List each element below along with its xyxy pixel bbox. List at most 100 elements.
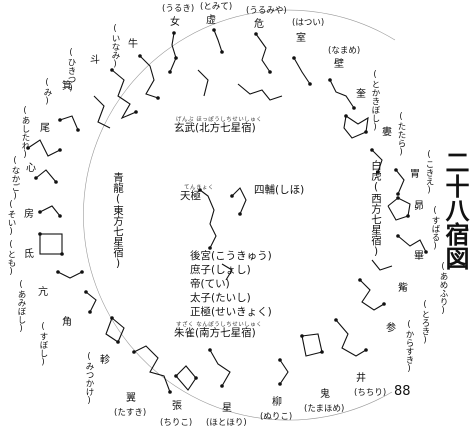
rim-label-tasuki: (たすき) (114, 408, 147, 418)
rim-kanji-urumiya: 危 (254, 19, 264, 30)
south-region-reading: すざく なんぽうしちせいしゅく (176, 322, 263, 328)
rim-label-sudare: (すぼし) (38, 322, 48, 368)
rim-kanji-amiboshi: 亢 (38, 287, 48, 298)
page-number: 88 (394, 384, 411, 399)
constellation-mitsukake (105, 317, 125, 343)
rim-label-amiboshi: (あみぼし) (16, 280, 26, 334)
shoshi-label: 庶子(しょし) (190, 264, 251, 276)
rim-kanji-nakago: 心 (26, 163, 36, 174)
north-region-reading: げんぶ ほっぽうしちせいしゅく (176, 117, 263, 123)
rim-label-amefuri: (あめふり) (438, 262, 448, 316)
rim-label-uruki: (うるき) (162, 4, 195, 14)
east-region-label: 青龍(東方七星宿) (112, 172, 124, 270)
star-points (26, 28, 428, 394)
rim-kanji-tamahome: 鬼 (320, 389, 330, 400)
rim-label-inami: (いなみ) (110, 24, 120, 70)
rim-kanji-ashitare: 尾 (40, 123, 50, 134)
rim-label-tokakiboshi: (とかきぼし) (370, 70, 380, 133)
south-region-label: 朱雀(南方七星宿) (174, 327, 256, 339)
rim-kanji-tasuki: 翼 (126, 393, 136, 404)
taishi-label: 太子(たいし) (190, 292, 251, 304)
rim-label-subaru: (すばる) (430, 206, 440, 252)
rim-label-tokaki: (とろき) (420, 300, 430, 346)
rim-label-chichiri: (ちちり) (354, 388, 387, 398)
rim-kanji-tokaki: 觜 (398, 283, 408, 294)
rim-label-mitsukake: (みつかけ) (84, 352, 94, 406)
rim-label-tatara: (たたら) (396, 112, 406, 158)
north-region-label: 玄武(北方七星宿) (174, 122, 256, 134)
constellation-chichiri (335, 319, 367, 357)
rim-label-tomo: (とも) (6, 240, 16, 277)
constellation-tomite (213, 29, 223, 53)
constellation-subaru (387, 197, 411, 221)
rim-label-namame: (なまめ) (328, 46, 361, 56)
rim-kanji-uruki: 女 (170, 17, 180, 28)
seikyoku-label: 正極(せいきょく) (190, 306, 272, 318)
rim-label-tamahome: (たまほめ) (304, 404, 345, 414)
constellation-inami (139, 55, 159, 99)
constellation-tokaki (371, 259, 393, 271)
constellation-soi (39, 205, 61, 217)
tenkyoku-label: 天極 (180, 190, 201, 202)
rim-label-hotohori: (ほとほり) (206, 418, 247, 428)
rim-kanji-kokie: 胃 (410, 169, 420, 180)
rim-kanji-inami: 牛 (128, 39, 138, 50)
constellation-tokakiboshi (343, 115, 369, 139)
constellation-chiriko (175, 365, 197, 391)
kokyu-label: 後宮(こうきゅう) (190, 250, 272, 262)
rim-kanji-mi: 箕 (62, 81, 72, 92)
rim-kanji-tomite: 虚 (206, 15, 216, 26)
constellation-mi (59, 115, 79, 131)
constellation-tamahome (301, 333, 323, 357)
rim-label-ashitare: (あしたれ) (20, 106, 30, 160)
constellation-center-left (199, 189, 217, 249)
rim-label-hatsui: (はつい) (292, 18, 325, 28)
tei-label: 帝(てい) (190, 278, 230, 290)
rim-kanji-soi: 房 (24, 209, 34, 220)
rim-kanji-chiriko: 張 (172, 401, 182, 412)
constellation-ashitare (27, 139, 61, 157)
rim-label-tomite: (とみて) (200, 2, 233, 12)
rim-kanji-amefuri: 畢 (414, 251, 424, 262)
rim-kanji-namame: 壁 (334, 59, 344, 70)
constellation-uruki (169, 32, 177, 73)
constellation-tatara (371, 149, 383, 173)
figure-title: 二十八宿図 (441, 150, 469, 270)
constellation-amiboshi (57, 271, 83, 279)
rim-kanji-sudare: 角 (62, 317, 72, 328)
constellation-center-right (231, 187, 247, 215)
rim-label-mi: (み) (42, 78, 52, 107)
constellation-center-right-2 (221, 263, 233, 281)
rim-label-kokie: (こきえ) (424, 150, 434, 196)
constellation-amefuri (397, 235, 427, 253)
rim-kanji-hikitsu: 斗 (90, 55, 100, 66)
rim-kanji-tokakiboshi: 奎 (356, 89, 366, 100)
constellation-kokie (395, 169, 405, 195)
rim-kanji-tomo: 氐 (24, 249, 34, 260)
rim-kanji-hotohori: 星 (222, 403, 232, 414)
rim-label-nuriko: (ぬりこ) (260, 412, 293, 422)
constellation-namame (329, 79, 355, 109)
tenkyoku-reading: てんきょく (184, 185, 215, 191)
rim-label-hikitsu: (ひきつ) (66, 48, 76, 94)
constellation-north-3 (93, 95, 111, 129)
rim-kanji-mitsukake: 軫 (100, 355, 110, 366)
constellation-tasuki (133, 345, 171, 393)
constellation-north-1 (197, 69, 209, 97)
rim-label-urumiya: (うるみや) (246, 6, 287, 16)
west-region-label: 白虎(西方七星宿) (370, 160, 382, 258)
shiho-label: 四輔(しほ) (254, 184, 305, 196)
constellation-nuriko (279, 359, 289, 385)
constellation-nakago (35, 169, 57, 183)
constellation-urumiya (255, 33, 271, 73)
rim-label-nakago: (なかご) (10, 156, 20, 202)
rim-kanji-subaru: 昴 (414, 201, 424, 212)
rim-label-chiriko: (ちりこ) (160, 418, 193, 428)
rim-kanji-nuriko: 柳 (272, 397, 282, 408)
constellation-north-2 (237, 83, 283, 101)
constellation-hikitsu (111, 69, 137, 120)
rim-kanji-tatara: 婁 (382, 127, 392, 138)
rim-kanji-karasuki: 参 (386, 323, 396, 334)
